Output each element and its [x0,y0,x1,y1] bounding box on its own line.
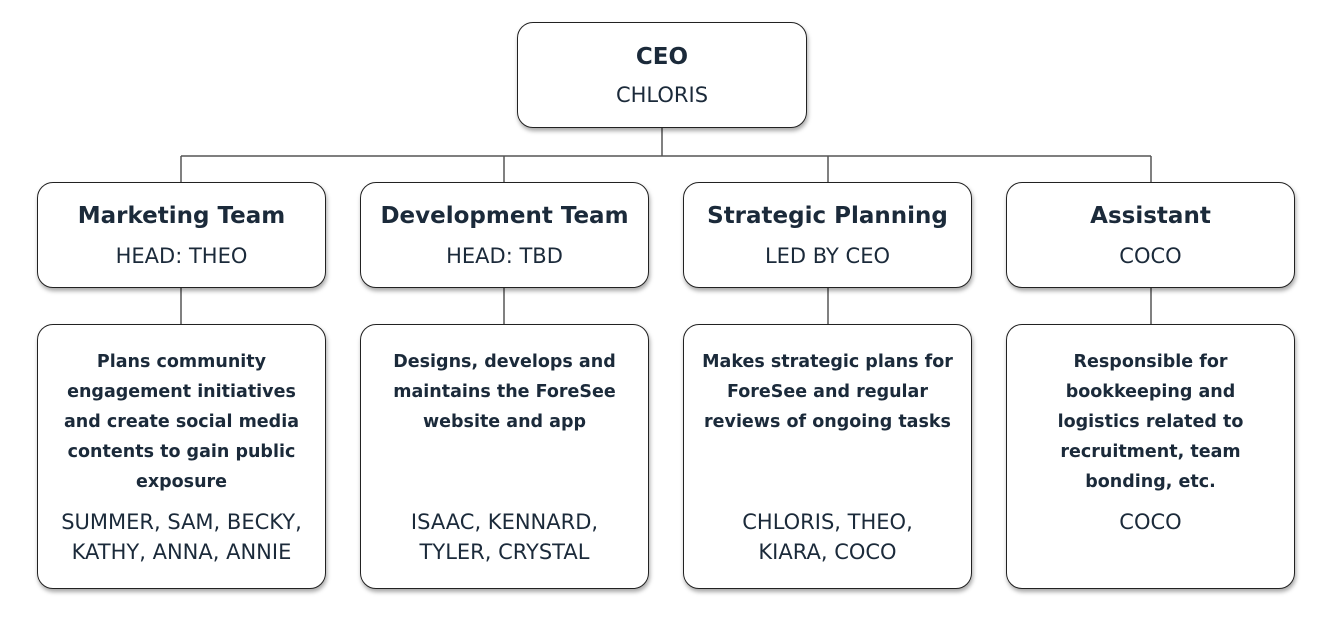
team-head: LED BY CEO [764,244,891,269]
team-detail-development: Designs, develops and maintains the Fore… [360,324,649,589]
team-description: Responsible for bookkeeping and logistic… [1057,352,1244,492]
team-members: ISAAC, KENNARD, TYLER, CRYSTAL [410,510,599,564]
team-head: HEAD: THEO [115,244,248,269]
team-members: COCO [1119,510,1182,534]
team-node-assistant: Assistant COCO [1006,182,1295,288]
team-detail-strategic: Makes strategic plans for ForeSee and re… [683,324,972,589]
team-head: COCO [1119,244,1182,269]
team-title: Marketing Team [77,202,286,229]
team-node-strategic: Strategic Planning LED BY CEO [683,182,972,288]
team-node-development: Development Team HEAD: TBD [360,182,649,288]
team-description: Makes strategic plans for ForeSee and re… [702,352,953,432]
ceo-name: CHLORIS [615,83,709,108]
team-members: SUMMER, SAM, BECKY, KATHY, ANNA, ANNIE [61,510,302,564]
team-title: Assistant [1090,202,1211,229]
team-detail-assistant: Responsible for bookkeeping and logistic… [1006,324,1295,589]
team-detail-marketing: Plans community engagement initiatives a… [37,324,326,589]
team-title: Development Team [380,202,629,229]
team-members: CHLORIS, THEO, KIARA, COCO [742,510,913,564]
ceo-title: CEO [635,43,689,70]
ceo-node: CEO CHLORIS [517,22,807,128]
team-node-marketing: Marketing Team HEAD: THEO [37,182,326,288]
team-description: Plans community engagement initiatives a… [63,352,300,492]
team-title: Strategic Planning [707,202,948,229]
team-head: HEAD: TBD [446,244,563,269]
team-description: Designs, develops and maintains the Fore… [393,352,616,432]
